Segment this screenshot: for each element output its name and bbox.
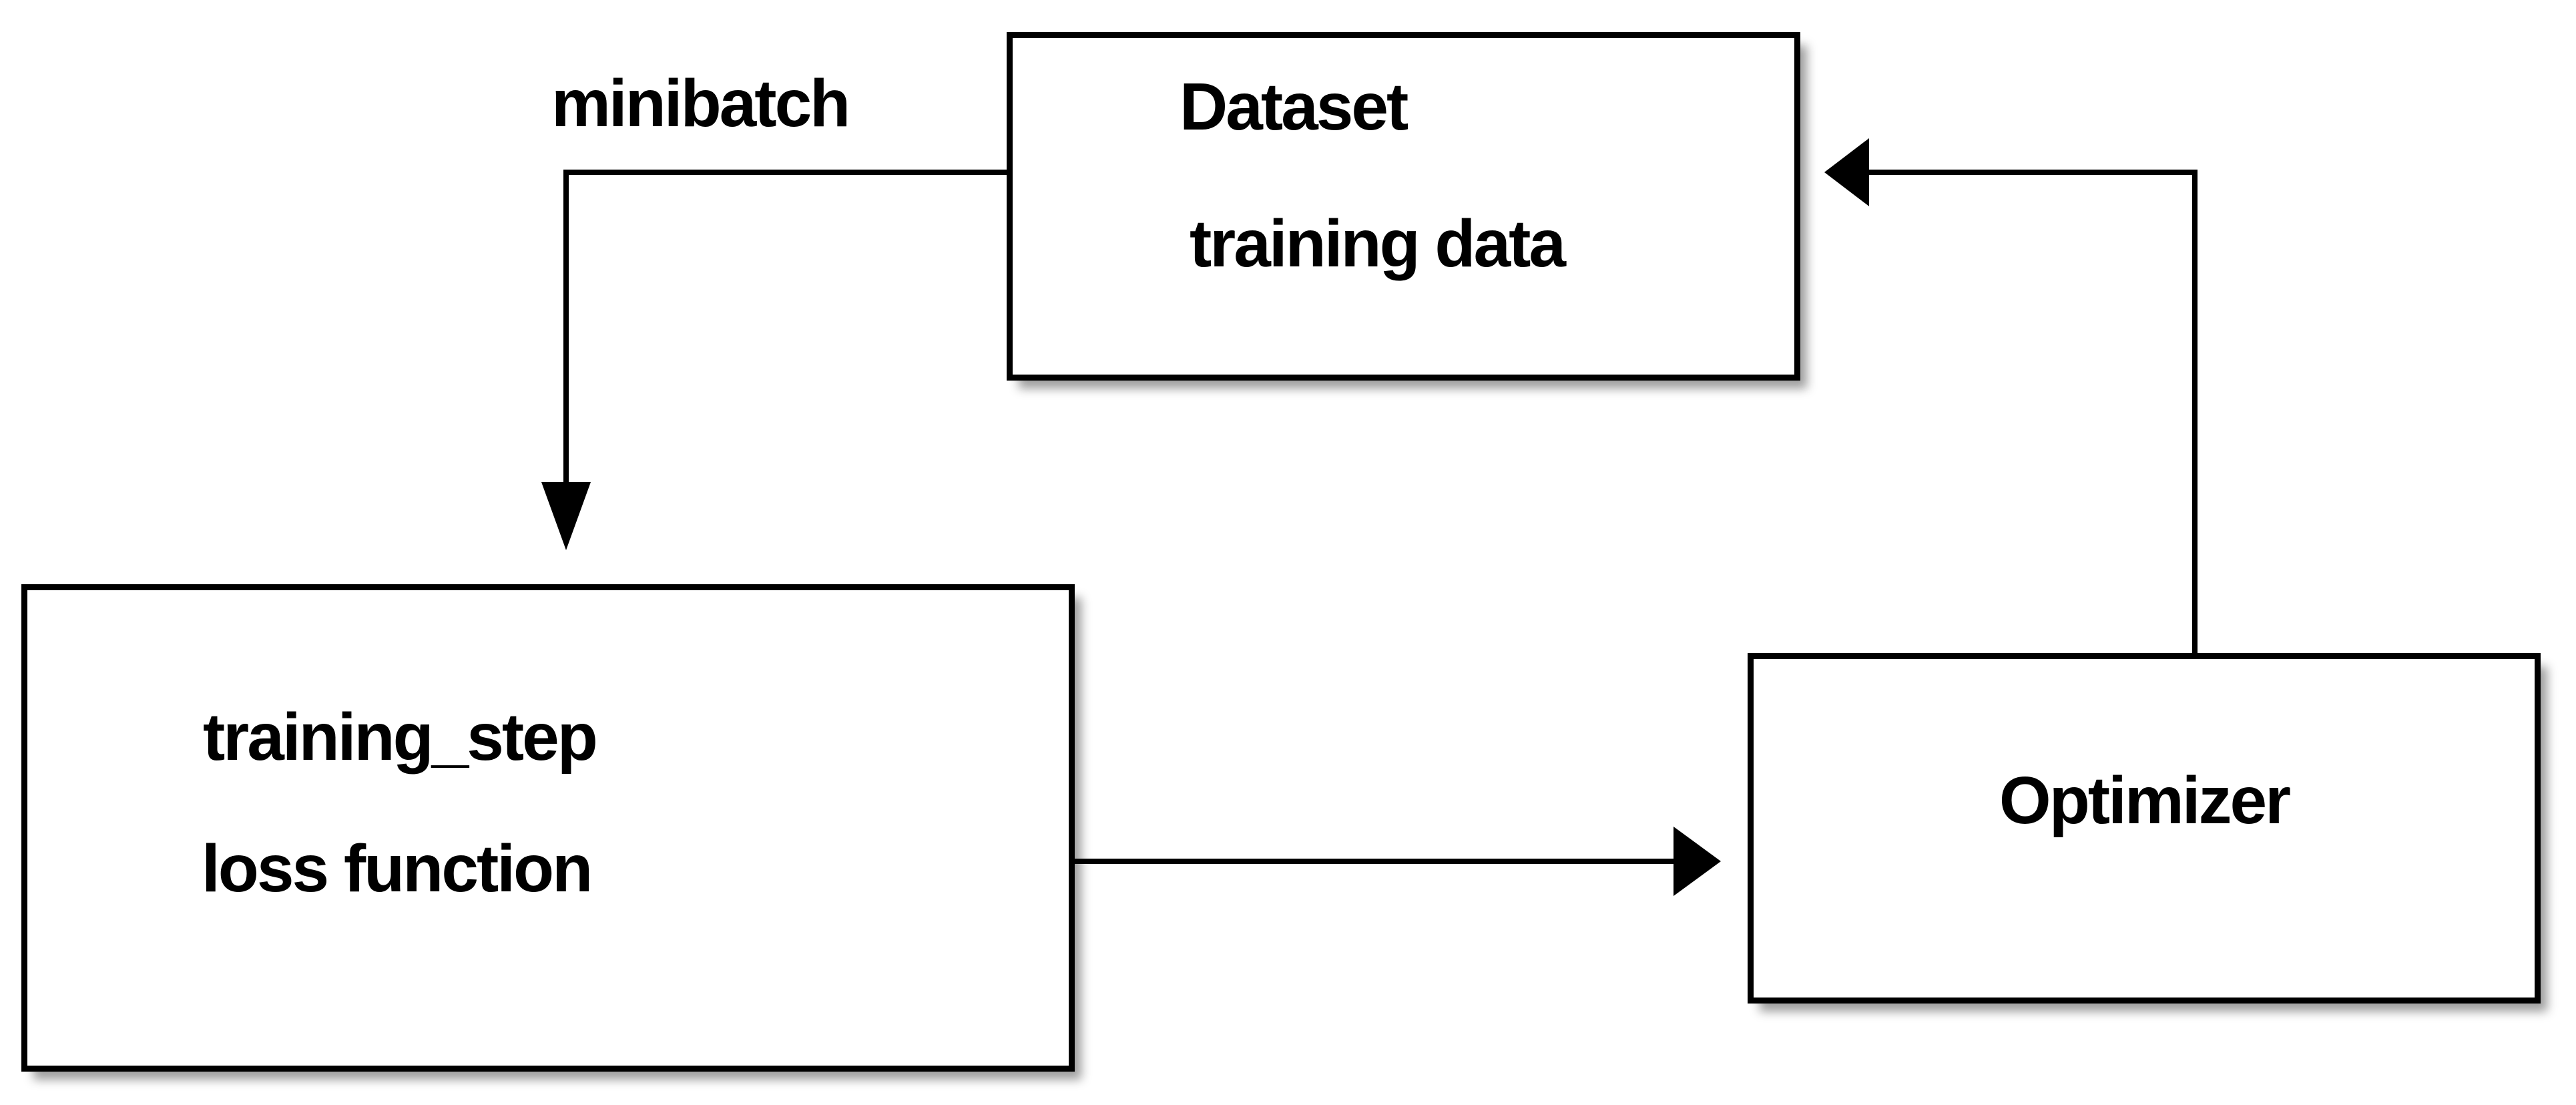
edge-dataset-to-training-step [541,170,1007,550]
node-training-step-title: training_step [203,700,598,775]
edge-training-step-to-optimizer [1075,827,1721,896]
arrowhead-right-icon [1673,827,1721,896]
node-dataset-title: Dataset [1180,69,1408,144]
node-training-step-subtitle: loss function [202,831,593,906]
node-training-step: training_step loss function [21,584,1075,1072]
node-dataset-subtitle: training data [1190,206,1566,281]
node-optimizer-title: Optimizer [1999,763,2291,838]
edge-line-optimizer-to-dataset [1868,170,2198,653]
node-optimizer: Optimizer [1748,653,2541,1004]
edge-line-dataset-to-training-step [563,170,1007,485]
arrowhead-left-icon [1824,138,1869,206]
node-dataset: Dataset training data [1007,32,1800,381]
edge-optimizer-to-dataset [1824,138,2198,653]
edge-label-minibatch: minibatch [551,66,850,141]
arrowhead-down-icon [541,482,591,550]
